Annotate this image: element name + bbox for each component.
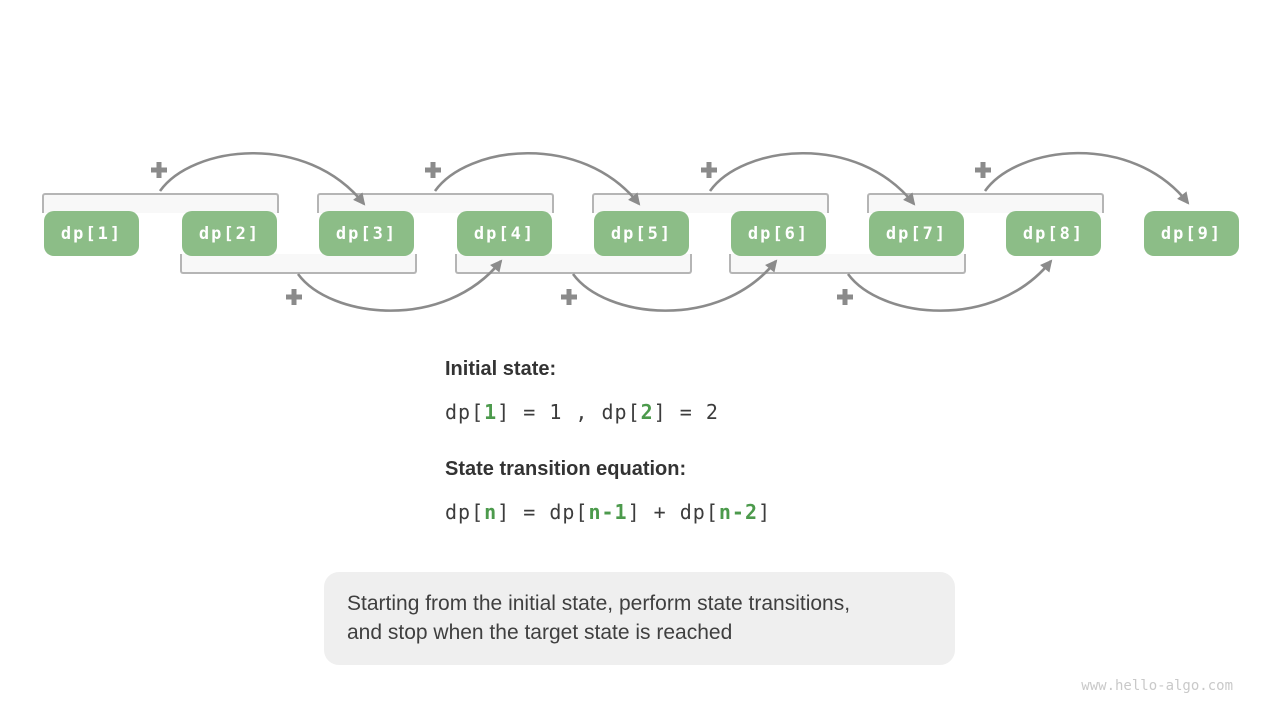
formula-text: ] = dp[ — [497, 500, 589, 524]
dp-box-6: dp[6] — [731, 211, 826, 256]
transition-formula: dp[n] = dp[n-1] + dp[n-2] — [445, 500, 771, 524]
watermark: www.hello-algo.com — [1081, 678, 1233, 694]
group-bracket-bottom-3 — [729, 254, 966, 274]
formula-text: dp[ — [445, 500, 485, 524]
dp-box-4: dp[4] — [457, 211, 552, 256]
dp-box-2: dp[2] — [182, 211, 277, 256]
transition-arrows-layer — [151, 151, 1190, 312]
plus-icon — [561, 289, 577, 305]
plus-icon — [975, 162, 991, 178]
initial-state-formula: dp[1] = 1 , dp[2] = 2 — [445, 400, 719, 424]
formula-text: dp[ — [445, 400, 485, 424]
plus-icon — [701, 162, 717, 178]
formula-accent: n — [484, 500, 498, 524]
transition-heading: State transition equation: — [445, 458, 687, 480]
group-bracket-bottom-2 — [455, 254, 692, 274]
dp-box-8: dp[8] — [1006, 211, 1101, 256]
plus-icon — [837, 289, 853, 305]
dp-box-3: dp[3] — [319, 211, 414, 256]
formula-text: ] + dp[ — [627, 500, 719, 524]
initial-state-heading: Initial state: — [445, 358, 557, 380]
formula-text: ] = 2 — [653, 400, 719, 424]
group-bracket-bottom-1 — [180, 254, 417, 274]
group-bracket-top-2 — [317, 193, 554, 213]
dp-box-5: dp[5] — [594, 211, 689, 256]
dp-box-1: dp[1] — [44, 211, 139, 256]
formula-accent: 2 — [640, 400, 654, 424]
formula-text: ] = 1 , dp[ — [497, 400, 641, 424]
group-bracket-top-4 — [867, 193, 1104, 213]
plus-icon — [425, 162, 441, 178]
dp-box-9: dp[9] — [1144, 211, 1239, 256]
formula-accent: n-1 — [588, 500, 628, 524]
group-bracket-top-3 — [592, 193, 829, 213]
dp-box-7: dp[7] — [869, 211, 964, 256]
callout-line-2: and stop when the target state is reache… — [347, 621, 733, 644]
plus-icon — [151, 162, 167, 178]
formula-accent: 1 — [484, 400, 498, 424]
plus-icon — [286, 289, 302, 305]
formula-text: ] — [758, 500, 772, 524]
callout-line-1: Starting from the initial state, perform… — [347, 592, 851, 615]
group-bracket-top-1 — [42, 193, 279, 213]
callout-note: Starting from the initial state, perform… — [324, 572, 955, 665]
formula-accent: n-2 — [718, 500, 759, 524]
